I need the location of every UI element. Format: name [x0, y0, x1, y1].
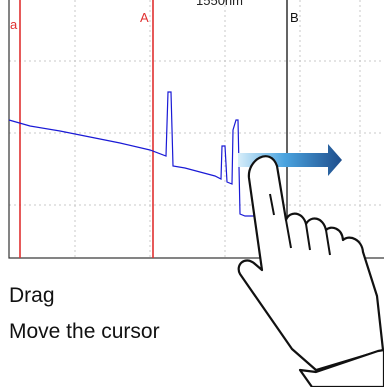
grid	[9, 0, 384, 258]
gesture-label: Drag	[9, 284, 55, 307]
hand-knuckle-lines	[269, 193, 331, 256]
wavelength-label: 1550nm	[196, 0, 243, 8]
hand-pointer-icon	[237, 155, 384, 372]
action-label: Move the cursor	[9, 320, 160, 343]
hand-cuff	[298, 348, 384, 387]
cursor-left-label: a	[10, 17, 18, 32]
cursor-a-label: A	[140, 10, 149, 25]
otdr-trace	[8, 91, 267, 219]
trace-view-panel[interactable]: 1550nm a A B	[8, 0, 384, 259]
cursor-b-label: B	[290, 10, 299, 25]
arrow-right-icon	[238, 144, 342, 176]
trace-frame	[8, 0, 384, 259]
